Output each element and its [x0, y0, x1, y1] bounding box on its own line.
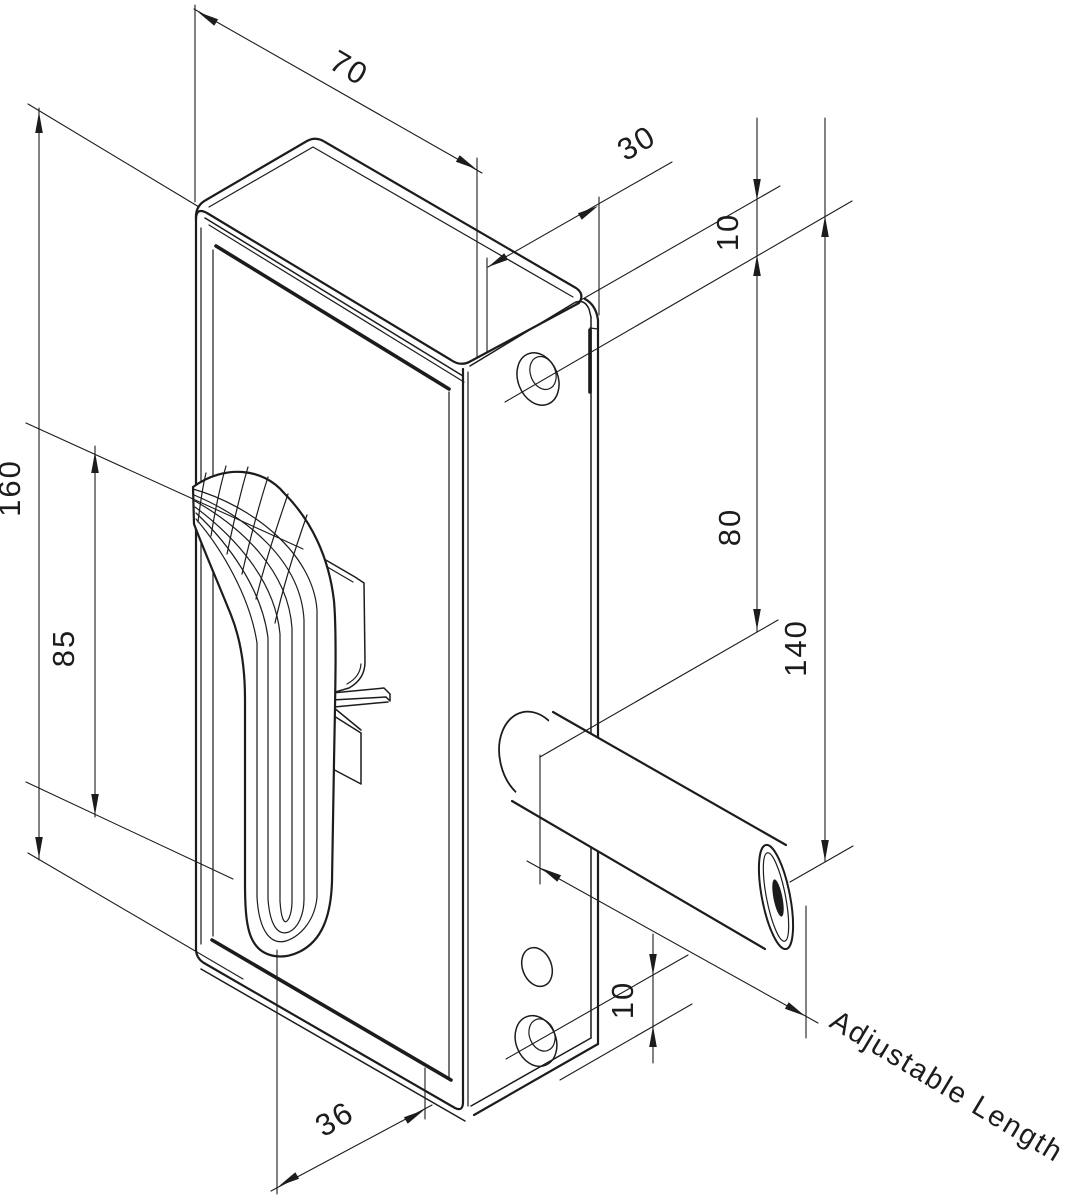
dimension-handle-height: 85 [25, 422, 304, 880]
plate-edge-tick [589, 327, 599, 330]
dimension-top-hole-offset: 10 [504, 117, 853, 633]
dimension-label-160: 160 [0, 459, 27, 517]
handle-contour-lines [192, 488, 318, 902]
dimension-label-10-top: 10 [710, 213, 745, 251]
screw-hole-middle [520, 946, 554, 988]
bracket-shelf [331, 687, 391, 708]
dimension-bottom-hole-offset: 10 [505, 933, 693, 1081]
top-face-inner-rim [208, 146, 574, 298]
handle-lever [191, 465, 337, 958]
dimension-body-depth: 36 [270, 949, 433, 1195]
dimension-label-30: 30 [611, 118, 662, 168]
lock-body [194, 137, 583, 1122]
dimension-label-70: 70 [324, 43, 375, 93]
panel-bottom-edge [210, 938, 453, 1082]
plate-bottom-edge-outer [472, 1042, 600, 1117]
screw-hole-top [516, 352, 560, 406]
front-left-edge [194, 216, 206, 965]
dimension-label-140: 140 [778, 619, 813, 677]
dimension-hole-to-bolt: 80 [539, 508, 779, 758]
dimension-label-36: 36 [309, 1094, 360, 1144]
panel-top-edge [214, 244, 451, 391]
front-bottom-right-edge [202, 367, 465, 1111]
bolt-body-fill [512, 712, 786, 949]
top-face-outline [194, 137, 583, 365]
plate-bottom-edge-inner [470, 1037, 592, 1107]
handle-cross-ribs [197, 465, 308, 624]
locking-bolt [498, 710, 795, 951]
bolt-bottom-edge [510, 799, 767, 951]
plate-top-edge [469, 300, 592, 367]
dimension-label-85: 85 [46, 629, 81, 667]
dimension-label-10-bottom: 10 [605, 981, 640, 1019]
bottom-lip-line [200, 968, 466, 1122]
bracket-inner-fold [346, 663, 362, 685]
front-fold-line-2 [208, 224, 465, 383]
plate-far-edge-outer [583, 297, 600, 1046]
bolt-top-edge [551, 710, 788, 847]
screw-hole-bottom [514, 1014, 558, 1068]
dimension-hole-to-bolt-tip: 140 [778, 117, 854, 883]
handle-silhouette [191, 470, 337, 958]
annotation-adjustable-length: Adjustable Length [824, 1005, 1069, 1170]
mounting-plate [469, 297, 600, 1117]
front-fold-line-1 [204, 217, 464, 377]
handle-tip-contours [256, 896, 318, 943]
bolt-end-cap-inner [762, 852, 790, 942]
dimension-label-80: 80 [712, 508, 747, 546]
dimension-plate-width: 30 [486, 118, 673, 353]
bracket-outline [299, 544, 366, 694]
dimension-body-height: 160 [0, 103, 244, 980]
bolt-end-slot [772, 879, 784, 917]
